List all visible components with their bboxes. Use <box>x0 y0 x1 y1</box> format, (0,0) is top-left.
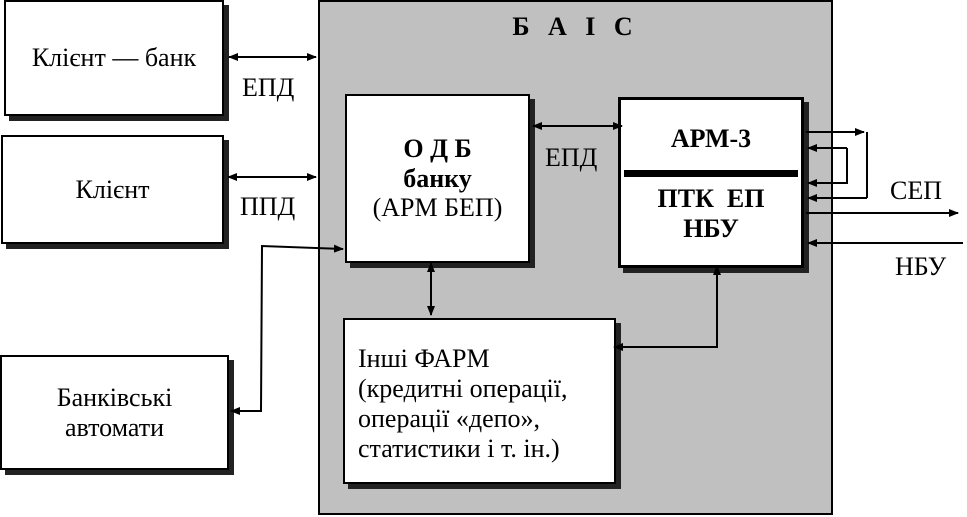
odb-line3: (АРМ БЕП) <box>372 193 503 223</box>
client-bank-block: Клієнт — банк <box>4 0 224 116</box>
ppd-label: ППД <box>240 192 296 221</box>
odb-block: О Д Б банку (АРМ БЕП) <box>345 94 530 263</box>
atm-link-arrow <box>230 244 344 415</box>
other-farm-line3: операції «депо», <box>358 404 541 434</box>
other-farm-line4: статистики і т. ін.) <box>358 434 560 464</box>
nbu-block-label: НБУ <box>683 214 739 243</box>
nbu-label: НБУ <box>895 252 947 281</box>
arm3-top-label: АРМ-3 <box>670 124 752 153</box>
epd-label-left: ЕПД <box>242 73 295 102</box>
ptk-ep-label: ПТК ЕП <box>657 184 765 213</box>
other-farm-line1: Інші ФАРМ <box>358 344 490 373</box>
arm3-block: АРМ-3 ПТК ЕП НБУ <box>618 97 804 268</box>
arm3-loop-in-1 <box>807 148 848 187</box>
client-label: Клієнт <box>75 174 150 204</box>
bank-atm-label-line1: Банківські <box>56 382 173 412</box>
bais-title: Б А І С <box>512 12 639 41</box>
client-bank-label: Клієнт — банк <box>31 43 197 73</box>
arm3-divider <box>624 170 798 177</box>
other-farm-block: Інші ФАРМ (кредитні операції, операції «… <box>343 318 616 484</box>
sep-label: СЕП <box>890 176 942 205</box>
client-block: Клієнт <box>1 135 224 244</box>
epd-label-center: ЕПД <box>545 143 598 172</box>
odb-line2: банку <box>403 163 472 193</box>
other-farm-line2: (кредитні операції, <box>358 374 568 404</box>
bank-atm-label-line2: автомати <box>64 412 165 442</box>
bank-atm-block: Банківські автомати <box>0 355 229 470</box>
arm3-farm-arrow <box>613 265 721 351</box>
odb-line1: О Д Б <box>403 133 472 163</box>
